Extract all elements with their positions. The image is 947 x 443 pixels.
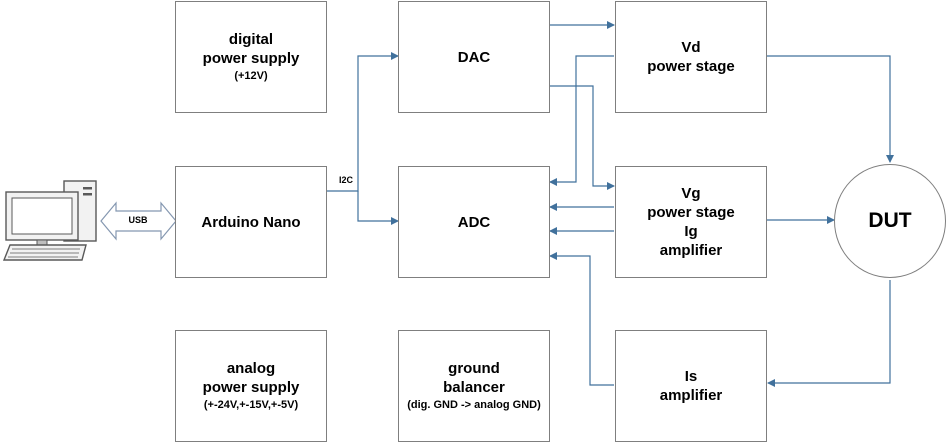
vd-power-stage-block: Vd power stage xyxy=(615,1,767,113)
ground-balancer-note: (dig. GND -> analog GND) xyxy=(407,399,541,411)
vd-title-1: Vd xyxy=(681,39,701,56)
vg-title-3: Ig xyxy=(684,223,698,240)
wire-dut-is xyxy=(767,280,891,387)
dac-title: DAC xyxy=(457,48,491,66)
vg-title-2: power stage xyxy=(647,204,735,221)
digital-power-supply-block: digital power supply (+12V) xyxy=(175,1,327,113)
wire-vd-adc xyxy=(549,55,614,186)
wire-vd-dut xyxy=(766,55,894,163)
i2c-label: I2C xyxy=(339,175,354,185)
arduino-title: Arduino Nano xyxy=(201,213,301,231)
vg-title-1: Vg xyxy=(681,185,701,202)
analog-power-supply-block: analog power supply (+-24V,+-15V,+-5V) xyxy=(175,330,327,442)
ground-balancer-title-1: ground xyxy=(448,360,500,377)
ground-balancer-title-2: balancer xyxy=(443,379,505,396)
is-title-2: amplifier xyxy=(659,387,723,404)
arduino-nano-block: Arduino Nano xyxy=(175,166,327,278)
is-amplifier-block: Is amplifier xyxy=(615,330,767,442)
wire-i2c-dac xyxy=(326,52,399,192)
usb-label: USB xyxy=(128,215,148,225)
ground-balancer-block: ground balancer (dig. GND -> analog GND) xyxy=(398,330,550,442)
vd-title-2: power stage xyxy=(647,58,735,75)
analog-power-note: (+-24V,+-15V,+-5V) xyxy=(203,399,299,411)
wire-i2c-adc xyxy=(357,191,399,225)
adc-block: ADC xyxy=(398,166,550,278)
dut-title: DUT xyxy=(868,209,912,232)
dut-circle: DUT xyxy=(834,164,946,278)
dac-block: DAC xyxy=(398,1,550,113)
digital-power-note: (+12V) xyxy=(234,70,268,82)
desktop-computer-icon xyxy=(2,180,97,261)
adc-title: ADC xyxy=(457,213,491,231)
analog-power-title-2: power supply xyxy=(202,379,300,396)
analog-power-title-1: analog xyxy=(226,360,276,377)
wire-is-adc xyxy=(549,252,614,386)
wire-dac-vg xyxy=(548,85,615,190)
digital-power-title-1: digital xyxy=(228,31,274,48)
is-title-1: Is xyxy=(684,368,698,385)
vg-title-4: amplifier xyxy=(659,242,723,259)
vg-power-stage-block: Vg power stage Ig amplifier xyxy=(615,166,767,278)
digital-power-title-2: power supply xyxy=(202,50,300,67)
